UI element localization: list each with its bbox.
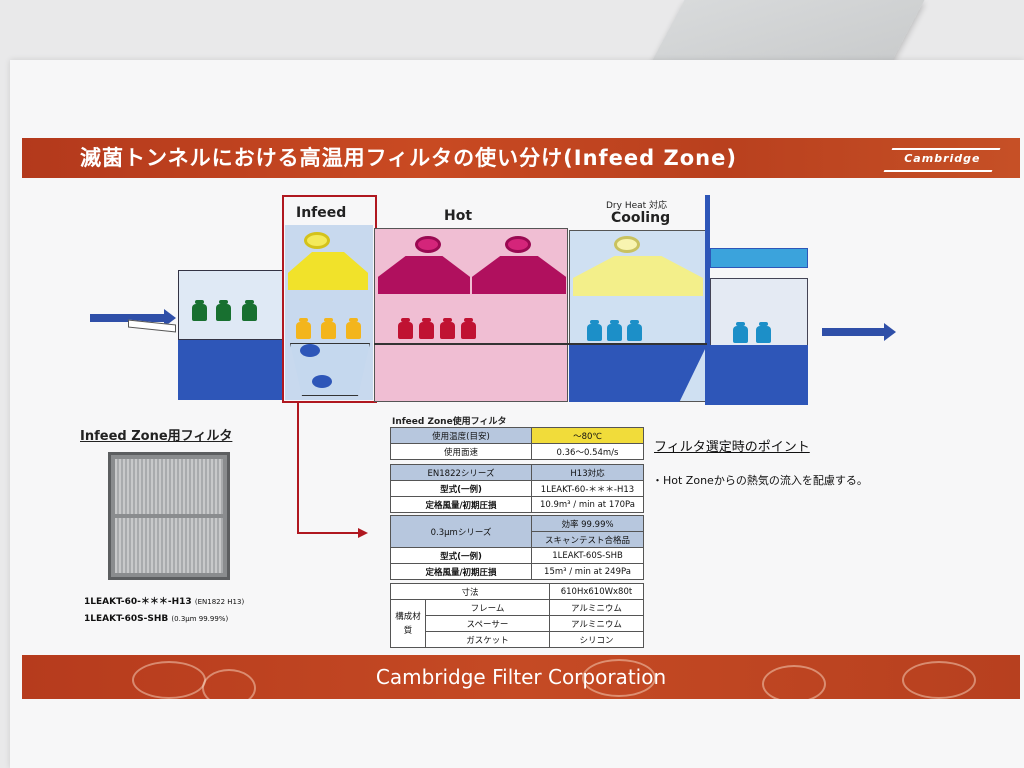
bottle-icon — [461, 318, 476, 339]
exit-filter — [710, 248, 808, 268]
bottle-icon — [607, 320, 622, 341]
cambridge-logo: Cambridge — [883, 148, 1001, 172]
poster-sheet — [10, 60, 1024, 768]
cooling-note: Dry Heat 対応 — [606, 201, 668, 211]
bottle-icon — [216, 300, 231, 321]
cell-micron-efficiency: 効率 99.99% — [531, 515, 644, 532]
cell-gasket-value: シリコン — [548, 631, 645, 648]
cell-dim-value: 610Hx610Wx80t — [548, 583, 645, 600]
cell-micron-series: 0.3μmシリーズ — [390, 515, 532, 548]
hot-zone-body — [374, 228, 568, 402]
page-title: 滅菌トンネルにおける高温用フィルタの使い分け(Infeed Zone) — [80, 146, 737, 170]
flower-decoration — [132, 661, 206, 699]
bottle-icon — [398, 318, 413, 339]
cell-en-model-label: 型式(一例) — [390, 480, 532, 497]
hot-fan-icon-1 — [415, 236, 441, 253]
pointer-arrowhead-icon — [358, 528, 368, 538]
bottle-icon — [346, 318, 361, 339]
model-note: (EN1822 H13) — [194, 598, 245, 606]
cell-spacer-label: スペーサー — [425, 615, 550, 632]
inflow-arrow-icon — [90, 309, 176, 327]
model-note: (0.3μm 99.99%) — [171, 615, 229, 623]
cell-micron-model-value: 1LEAKT-60S-SHB — [531, 547, 644, 564]
filter-heading: Infeed Zone用フィルタ — [80, 429, 233, 444]
flower-decoration — [762, 665, 826, 699]
cooling-fan-icon — [614, 236, 640, 253]
flower-decoration — [582, 659, 656, 697]
cell-en-model-value: 1LEAKT-60-＊＊＊-H13 — [531, 480, 644, 497]
point-item: ・Hot Zoneからの熱気の流入を配慮する。 — [652, 474, 868, 487]
bottle-icon — [321, 318, 336, 339]
model-name: 1LEAKT-60-＊＊＊-H13 — [84, 597, 192, 607]
cell-material-group: 構成材質 — [390, 599, 426, 648]
zone-label-hot: Hot — [444, 208, 473, 224]
bottle-icon — [756, 322, 771, 343]
roller-icon — [312, 375, 332, 388]
cell-frame-value: アルミニウム — [548, 599, 645, 616]
flower-decoration — [202, 669, 256, 699]
bottle-icon — [242, 300, 257, 321]
cell-temp-label: 使用温度(目安) — [390, 427, 532, 444]
flower-decoration — [902, 661, 976, 699]
zone-label-infeed: Infeed — [296, 205, 347, 221]
filter-model-2: 1LEAKT-60S-SHB (0.3μm 99.99%) — [84, 614, 228, 624]
filter-model-1: 1LEAKT-60-＊＊＊-H13 (EN1822 H13) — [84, 594, 244, 607]
cell-micron-scan: スキャンテスト合格品 — [531, 531, 644, 548]
model-name: 1LEAKT-60S-SHB — [84, 614, 169, 624]
divider-post — [705, 195, 710, 405]
table-heading: Infeed Zone使用フィルタ — [392, 417, 507, 427]
logo-text: Cambridge — [904, 152, 981, 165]
bottle-icon — [733, 322, 748, 343]
points-heading: フィルタ選定時のポイント — [654, 440, 810, 455]
hot-fan-icon-2 — [505, 236, 531, 253]
bottle-icon — [440, 318, 455, 339]
filter-media-bottom — [115, 518, 223, 573]
conveyor-line — [374, 343, 707, 345]
bottle-icon — [587, 320, 602, 341]
cell-en-flow-value: 10.9m³ / min at 170Pa — [531, 496, 644, 513]
cell-spacer-value: アルミニウム — [548, 615, 645, 632]
cell-en-series: EN1822シリーズ — [390, 464, 532, 481]
entry-conveyor — [178, 340, 283, 400]
cell-temp-value: ～80℃ — [531, 427, 644, 444]
micron-table: 0.3μmシリーズ効率 99.99% スキャンテスト合格品 型式(一例)1LEA… — [390, 515, 644, 580]
bottle-icon — [296, 318, 311, 339]
cell-frame-label: フレーム — [425, 599, 550, 616]
filter-media-top — [115, 459, 223, 514]
cell-dim-label: 寸法 — [390, 583, 550, 600]
company-name: Cambridge Filter Corporation — [375, 665, 667, 689]
footer-banner: Cambridge Filter Corporation — [22, 655, 1020, 699]
cell-speed-value: 0.36～0.54m/s — [531, 443, 644, 460]
roller-icon — [665, 379, 685, 392]
cell-micron-flow-label: 定格風量/初期圧損 — [390, 563, 532, 580]
bottle-icon — [627, 320, 642, 341]
filter-image — [108, 452, 230, 580]
infeed-fan-icon — [304, 232, 330, 249]
roller-icon — [675, 347, 695, 360]
title-banner: 滅菌トンネルにおける高温用フィルタの使い分け(Infeed Zone) Camb… — [22, 138, 1020, 178]
zone-label-cooling: Cooling — [611, 210, 671, 226]
outflow-arrow-icon — [822, 323, 896, 341]
bottle-icon — [192, 300, 207, 321]
exit-conveyor — [710, 345, 808, 405]
cell-gasket-label: ガスケット — [425, 631, 550, 648]
pointer-line-horizontal — [297, 532, 359, 534]
cell-micron-model-label: 型式(一例) — [390, 547, 532, 564]
cell-en-grade: H13対応 — [531, 464, 644, 481]
cell-en-flow-label: 定格風量/初期圧損 — [390, 496, 532, 513]
roller-icon — [300, 344, 320, 357]
bottle-icon — [419, 318, 434, 339]
cell-speed-label: 使用面速 — [390, 443, 532, 460]
pointer-line-vertical — [297, 403, 299, 533]
cell-micron-flow-value: 15m³ / min at 249Pa — [531, 563, 644, 580]
